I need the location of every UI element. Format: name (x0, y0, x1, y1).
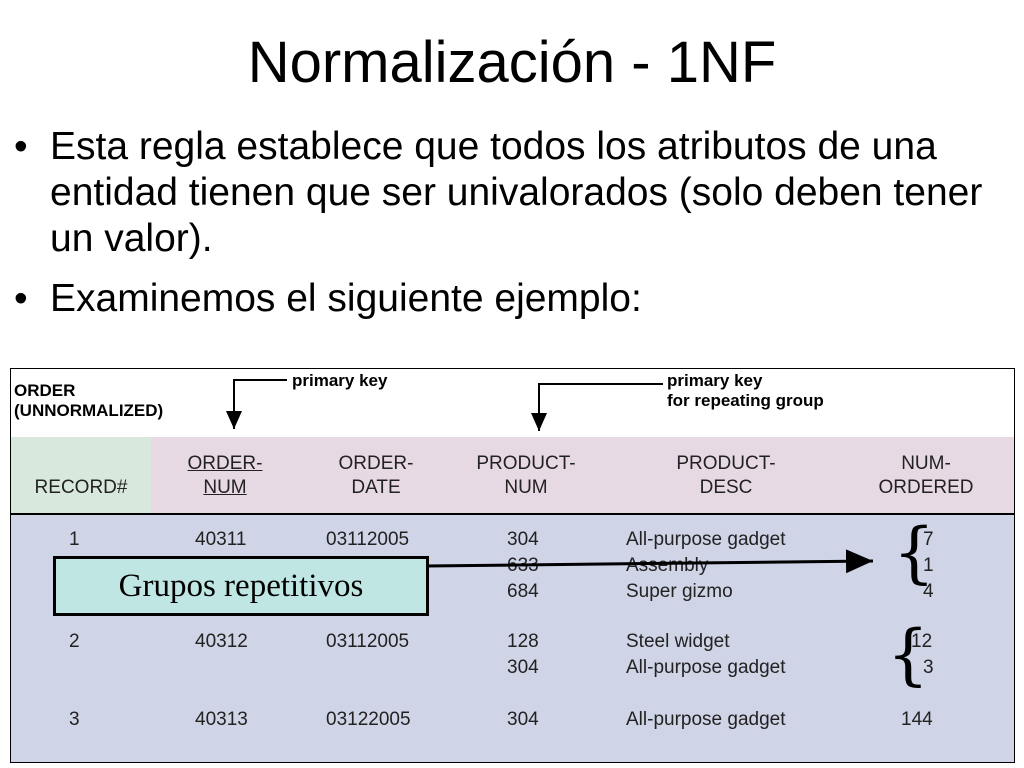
product-desc-cell: All-purpose gadget (626, 657, 786, 678)
header-line1: PRODUCT- (476, 453, 576, 474)
order-date-cell: 03112005 (326, 631, 410, 652)
product-desc-cell: All-purpose gadget (626, 709, 786, 730)
order-num-cell: 40312 (195, 631, 248, 652)
bullet-item: • Esta regla establece que todos los atr… (14, 124, 1004, 262)
num-ordered-cell: 4 (923, 581, 934, 602)
order-num-cell: 40313 (195, 709, 248, 730)
header-separator (11, 513, 1014, 515)
num-ordered-cell: 144 (901, 709, 933, 730)
product-num-cell: 304 (507, 709, 539, 730)
repeating-groups-callout: Grupos repetitivos (53, 556, 429, 616)
bullet-text: Examinemos el siguiente ejemplo: (50, 277, 642, 320)
product-num-cell: 304 (507, 529, 539, 550)
bullet-list: • Esta regla establece que todos los atr… (14, 124, 1004, 336)
record-header-cell (11, 437, 151, 513)
num-ordered-cell: 12 (911, 631, 933, 652)
bullet-item: • Examinemos el siguiente ejemplo: (14, 276, 1004, 322)
column-header-order-date: ORDER- DATE (316, 452, 436, 500)
bullet-text: Esta regla establece que todos los atrib… (50, 125, 983, 260)
num-ordered-cell: 7 (923, 529, 934, 550)
callout-arrow (425, 549, 874, 574)
order-date-cell: 03122005 (326, 709, 411, 730)
column-header-product-desc: PRODUCT- DESC (656, 452, 796, 500)
header-line1: NUM- (901, 453, 951, 474)
product-num-cell: 304 (507, 657, 539, 678)
column-header-order-num: ORDER- NUM (165, 452, 285, 500)
column-header-num-ordered: NUM- ORDERED (861, 452, 991, 500)
record-number: 3 (69, 709, 80, 730)
record-number: 1 (69, 529, 80, 550)
record-number: 2 (69, 631, 80, 652)
product-desc-cell: Steel widget (626, 631, 730, 652)
product-desc-cell: All-purpose gadget (626, 529, 786, 550)
repeating-key-line2: for repeating group (667, 391, 824, 410)
repeating-key-line1: primary key (667, 371, 763, 390)
annotation-arrows (226, 379, 874, 574)
product-desc-cell: Super gizmo (626, 581, 733, 602)
slide-title: Normalización - 1NF (247, 30, 777, 95)
header-line2: DESC (699, 477, 753, 498)
brace-icon: { (887, 616, 929, 693)
table-label: ORDER (UNNORMALIZED) (14, 381, 163, 421)
header-line2: RECORD# (34, 477, 128, 498)
order-num-cell: 40311 (195, 529, 247, 550)
num-ordered-cell: 3 (923, 657, 934, 678)
product-desc-cell: Assembly (626, 555, 709, 576)
header-line2: DATE (351, 477, 401, 498)
header-line2: ORDERED (878, 477, 974, 498)
header-line1: ORDER- (187, 453, 263, 474)
column-header-record: RECORD# (11, 452, 151, 500)
num-ordered-cell: 1 (923, 555, 934, 576)
repeating-key-arrow (531, 383, 663, 431)
bullet-icon: • (14, 277, 28, 320)
primary-key-label: primary key (292, 371, 388, 390)
header-line1: PRODUCT- (676, 453, 776, 474)
bullet-icon: • (14, 125, 28, 168)
header-line2: NUM (203, 477, 247, 498)
unnormalized-order-figure: ORDER (UNNORMALIZED) primary key primary… (10, 368, 1015, 763)
header-line2: NUM (504, 477, 548, 498)
brace-icon: { (893, 514, 935, 591)
product-num-cell: 684 (507, 581, 539, 602)
header-line1: ORDER- (338, 453, 414, 474)
product-num-cell: 128 (507, 631, 539, 652)
primary-key-arrow (226, 379, 287, 429)
order-date-cell: 03112005 (326, 529, 410, 550)
repeating-group-key-label: primary key for repeating group (667, 371, 824, 411)
table-label-line1: ORDER (14, 381, 76, 400)
column-header-product-num: PRODUCT- NUM (456, 452, 596, 500)
table-label-line2: (UNNORMALIZED) (14, 401, 164, 420)
table-header-band (11, 437, 1014, 513)
